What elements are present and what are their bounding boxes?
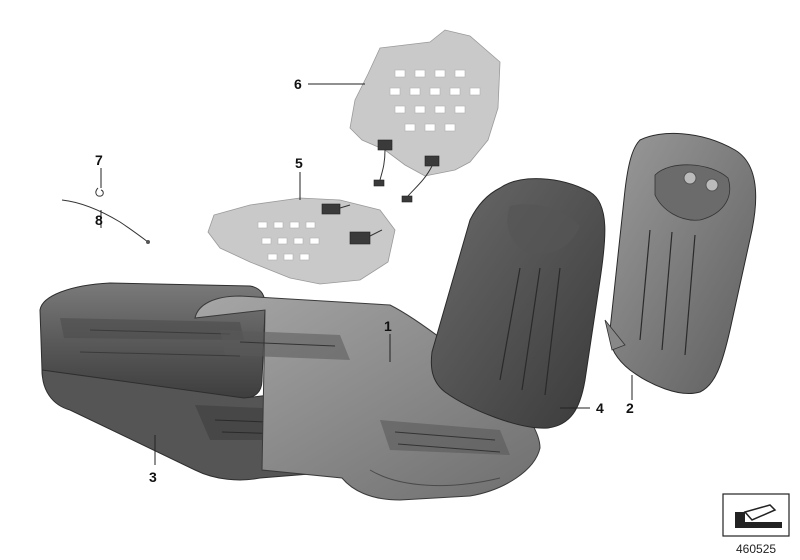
callout-2: 2 <box>626 400 634 416</box>
callout-leaders <box>100 83 633 465</box>
document-number: 460525 <box>736 542 776 556</box>
orientation-arrow-icon <box>722 493 790 537</box>
backrest-heating-pad <box>349 29 501 203</box>
callout-4: 4 <box>596 400 604 416</box>
seat-base <box>194 295 541 501</box>
backrest-cover <box>430 178 606 429</box>
callout-7: 7 <box>95 152 103 168</box>
callout-6: 6 <box>294 76 302 92</box>
callout-1: 1 <box>384 318 392 334</box>
backrest-frame <box>604 133 757 394</box>
wire-and-clip <box>61 187 150 244</box>
callout-3: 3 <box>149 469 157 485</box>
callout-8: 8 <box>95 212 103 228</box>
cushion-heating-pad <box>207 197 396 285</box>
callout-5: 5 <box>295 155 303 171</box>
